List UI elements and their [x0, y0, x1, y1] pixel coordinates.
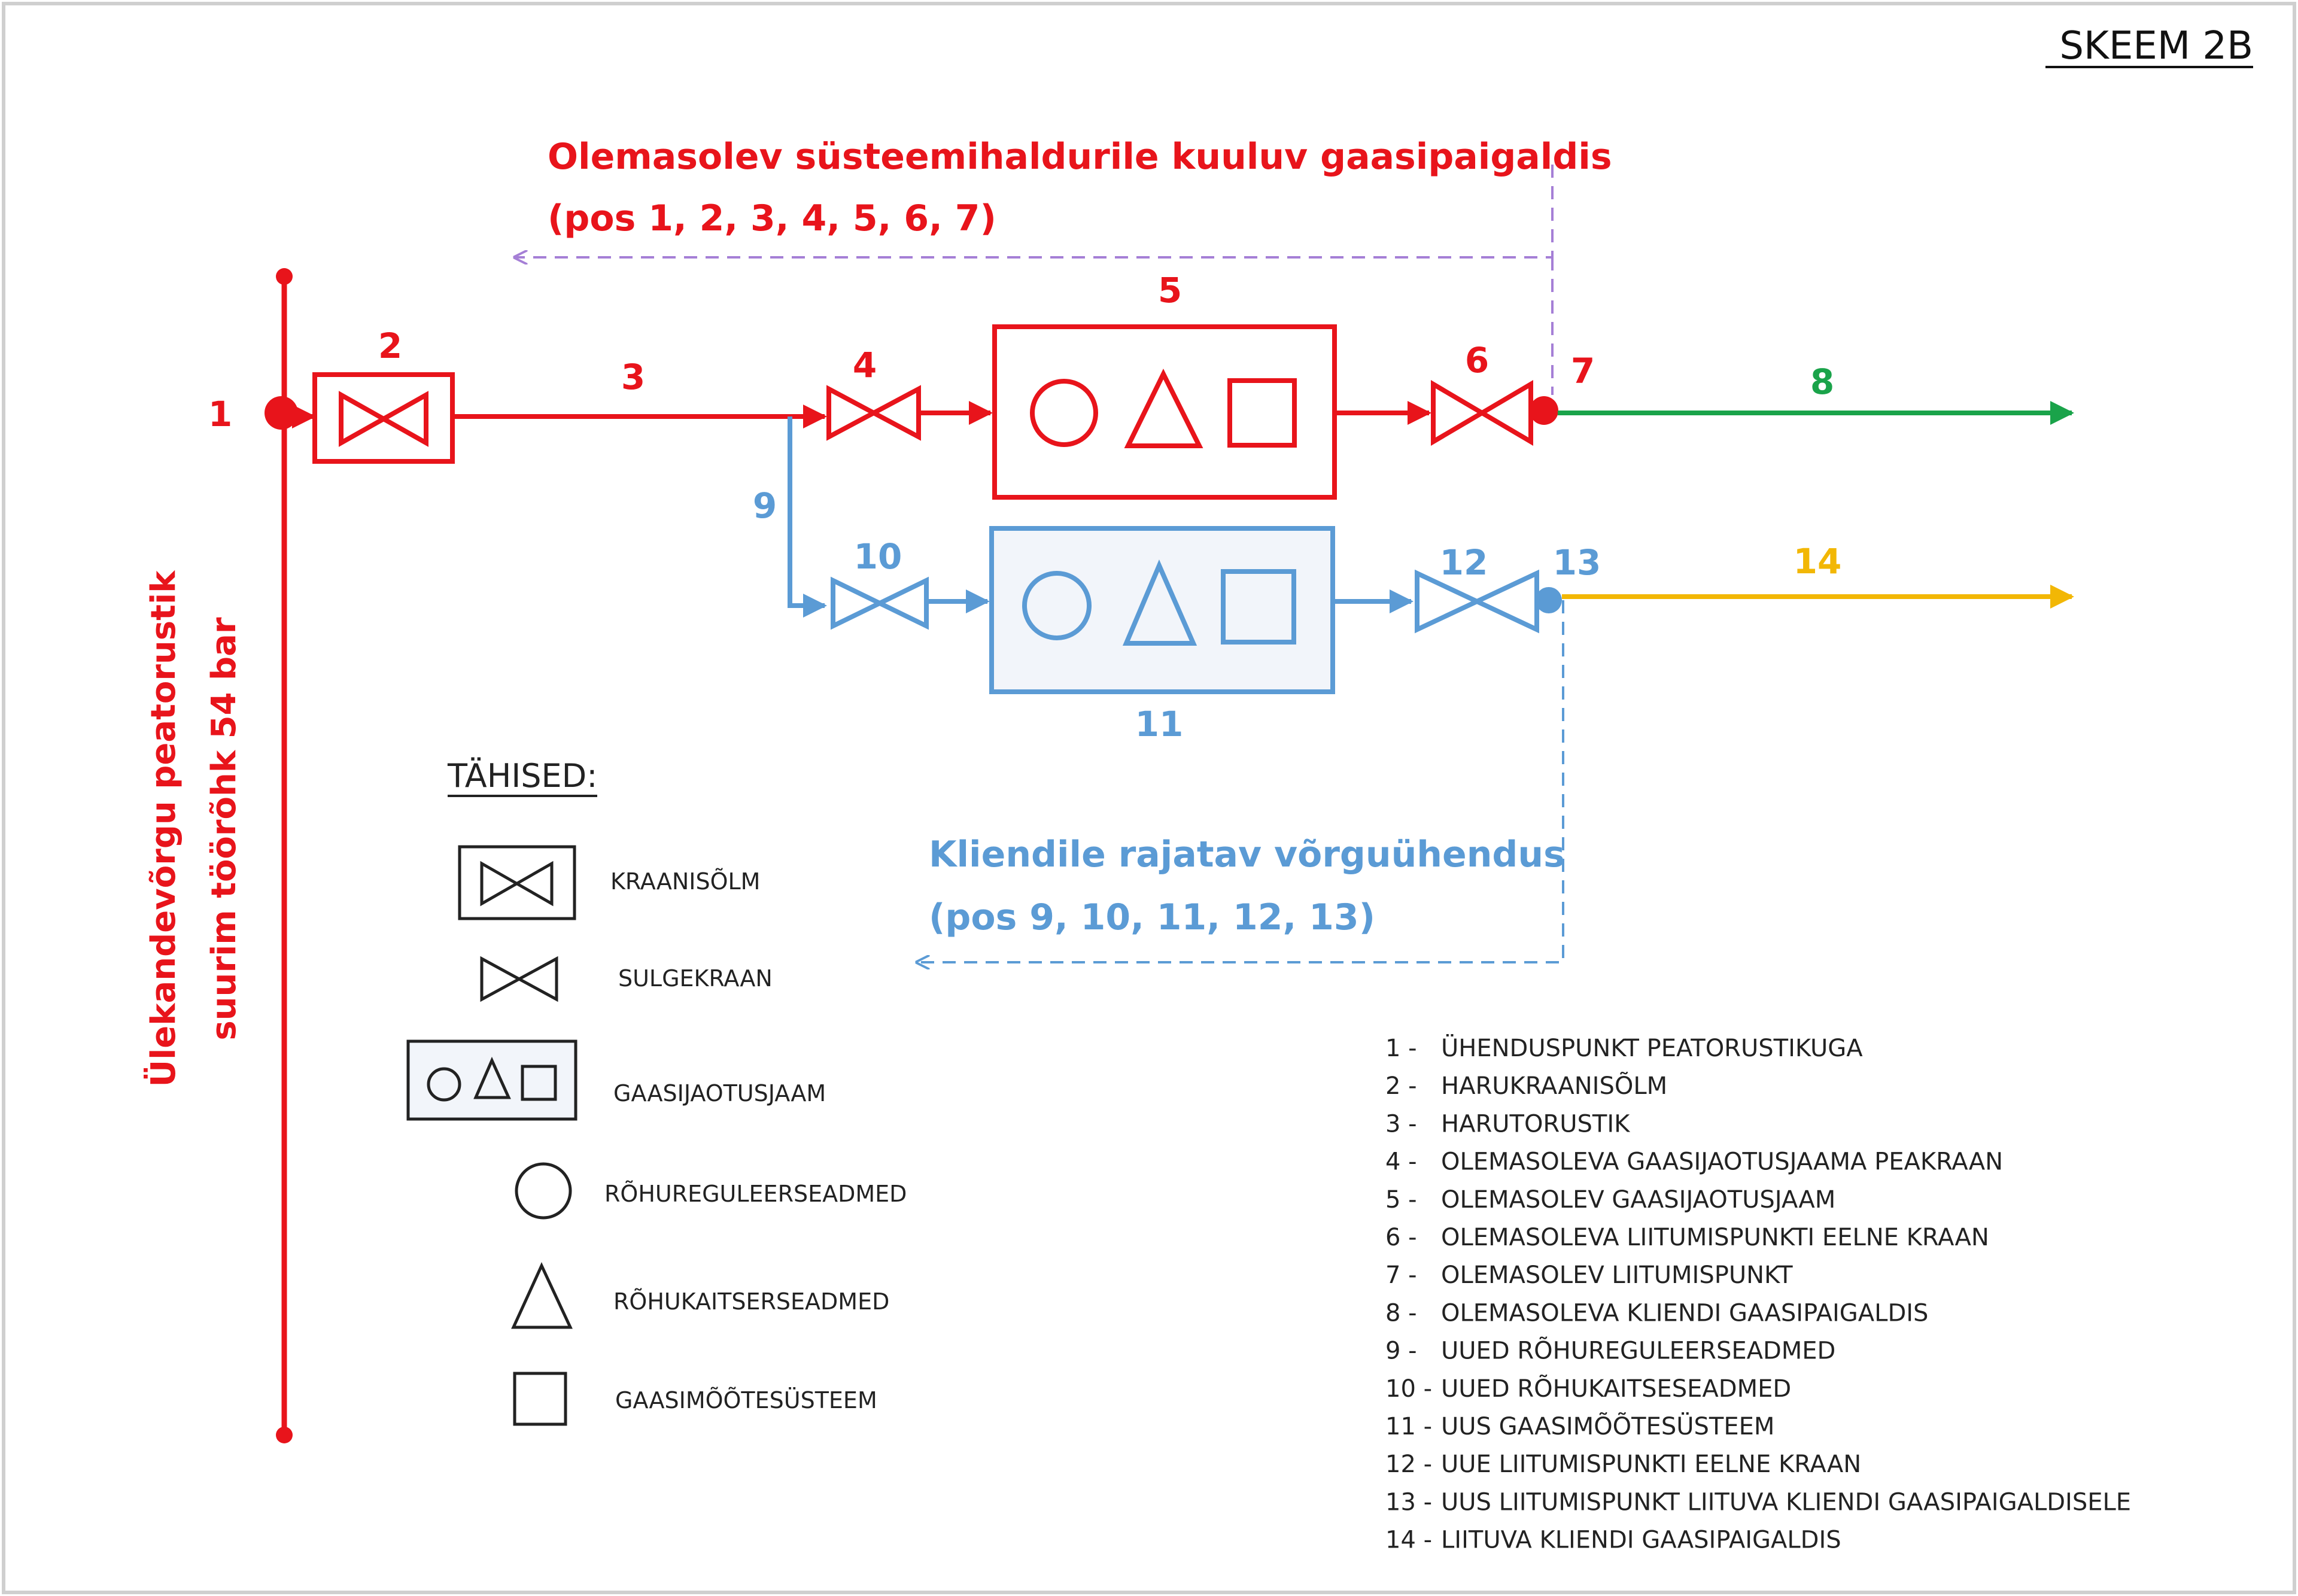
index-list-text: UUED RÕHUREGULEERSEADMED: [1441, 1336, 1835, 1365]
new-section-label-line1: Kliendile rajatav võrguühendus: [929, 834, 1565, 875]
pos-label-4: 4: [853, 345, 877, 385]
pos-label-1: 1: [208, 394, 232, 434]
index-list-item: 11 - UUS GAASIMÕÕTESÜSTEEM: [1385, 1412, 1774, 1440]
existing-section-label-line2: (pos 1, 2, 3, 4, 5, 6, 7): [548, 197, 996, 239]
index-list-item: 9 - UUED RÕHUREGULEERSEADMED: [1385, 1336, 1835, 1365]
pos-label-2: 2: [378, 326, 402, 366]
pos-label-12: 12: [1440, 542, 1488, 583]
index-list-text: UUS LIITUMISPUNKT LIITUVA KLIENDI GAASIP…: [1441, 1488, 2131, 1516]
index-list-text: HARUKRAANISÕLM: [1441, 1071, 1667, 1100]
pos-label-3: 3: [621, 357, 645, 397]
pos-label-9: 9: [753, 485, 777, 526]
legend-triangle-label: RÕHUKAITSERSEADMED: [613, 1288, 889, 1315]
index-list-number: 1 -: [1385, 1035, 1417, 1062]
legend-kraanisolm-symbol: [458, 845, 576, 920]
index-list-number: 9 -: [1385, 1337, 1417, 1365]
valve-node-2: [312, 372, 455, 464]
index-list-number: 7 -: [1385, 1261, 1417, 1289]
connection-point-7: [1530, 396, 1558, 425]
legend: TÄHISED: KRAANISÕLM SULGEKRAAN GAASIJAOT…: [406, 757, 907, 1426]
existing-station-5: [992, 324, 1337, 500]
legend-square-symbol: [513, 1372, 567, 1426]
pre-connection-valve-6: [1431, 380, 1533, 446]
index-list-text: HARUTORUSTIK: [1441, 1110, 1631, 1138]
index-list-text: OLEMASOLEVA GAASIJAOTUSJAAMA PEAKRAAN: [1441, 1148, 2003, 1176]
main-transmission-pipe: [265, 268, 298, 1443]
index-list-number: 12 -: [1385, 1451, 1432, 1478]
index-list-item: 12 - UUE LIITUMISPUNKTI EELNE KRAAN: [1385, 1451, 1861, 1478]
legend-sulgekraan-symbol: [480, 956, 558, 1002]
connection-point-1: [265, 396, 298, 430]
index-list-text: UUE LIITUMISPUNKTI EELNE KRAAN: [1441, 1451, 1861, 1478]
index-list-number: 13 -: [1385, 1488, 1432, 1516]
new-section-bracket: [917, 600, 1564, 962]
index-list-number: 2 -: [1385, 1072, 1417, 1100]
index-list-item: 1 - ÜHENDUSPUNKT PEATORUSTIKUGA: [1385, 1033, 1863, 1062]
index-list-item: 14 - LIITUVA KLIENDI GAASIPAIGALDIS: [1385, 1527, 1841, 1554]
index-list-text: UUS GAASIMÕÕTESÜSTEEM: [1441, 1412, 1774, 1440]
legend-gaasijaotusjaam-label: GAASIJAOTUSJAAM: [613, 1080, 826, 1106]
index-list-number: 8 -: [1385, 1299, 1417, 1327]
legend-circle-label: RÕHUREGULEERSEADMED: [604, 1181, 907, 1207]
existing-section-label-line1: Olemasolev süsteemihaldurile kuuluv gaas…: [548, 136, 1612, 178]
index-list-item: 10 - UUED RÕHUKAITSESEADMED: [1385, 1374, 1791, 1403]
pos-label-11: 11: [1135, 704, 1184, 744]
index-list-item: 3 - HARUTORUSTIK: [1385, 1110, 1631, 1138]
connection-point-13: [1536, 587, 1562, 613]
index-list-item: 7 - OLEMASOLEV LIITUMISPUNKT: [1385, 1261, 1793, 1289]
index-list-number: 4 -: [1385, 1148, 1417, 1176]
index-list-number: 14 -: [1385, 1527, 1432, 1554]
pos-label-7: 7: [1571, 351, 1595, 391]
legend-circle-symbol: [515, 1162, 572, 1220]
new-station-11: [989, 526, 1335, 694]
index-list-number: 3 -: [1385, 1110, 1417, 1138]
index-list: 1 - ÜHENDUSPUNKT PEATORUSTIKUGA 2 - HARUKRA…: [1385, 1033, 2131, 1554]
index-list-number: 11 -: [1385, 1413, 1432, 1440]
main-pipe-label-line2: suurim töörõhk 54 bar: [205, 617, 244, 1040]
index-list-number: 5 -: [1385, 1186, 1417, 1214]
index-list-text: UUED RÕHUKAITSESEADMED: [1441, 1374, 1791, 1403]
pos-label-8: 8: [1810, 361, 1834, 402]
index-list-number: 10 -: [1385, 1375, 1432, 1403]
existing-installation: [292, 324, 1558, 500]
index-list-text: OLEMASOLEV LIITUMISPUNKT: [1441, 1261, 1793, 1289]
index-list-item: 8 - OLEMASOLEVA KLIENDI GAASIPAIGALDIS: [1385, 1299, 1928, 1327]
legend-triangle-symbol: [511, 1262, 573, 1329]
main-valve-4: [826, 385, 921, 441]
legend-square-label: GAASIMÕÕTESÜSTEEM: [615, 1387, 877, 1413]
index-list-text: OLEMASOLEVA KLIENDI GAASIPAIGALDIS: [1441, 1299, 1928, 1327]
new-pre-connection-valve-12: [1415, 569, 1539, 634]
index-list-item: 13 - UUS LIITUMISPUNKT LIITUVA KLIENDI GA…: [1385, 1488, 2131, 1516]
index-list-text: OLEMASOLEV GAASIJAOTUSJAAM: [1441, 1186, 1835, 1214]
legend-kraanisolm-label: KRAANISÕLM: [610, 868, 760, 895]
pos-label-14: 14: [1794, 541, 1842, 582]
index-list-text: ÜHENDUSPUNKT PEATORUSTIKUGA: [1441, 1033, 1863, 1062]
pos-label-13: 13: [1553, 542, 1601, 583]
index-list-item: 4 - OLEMASOLEVA GAASIJAOTUSJAAMA PEAKRAAN: [1385, 1148, 2003, 1176]
pos-label-6: 6: [1465, 340, 1489, 381]
pos-label-5: 5: [1158, 270, 1182, 311]
index-list-number: 6 -: [1385, 1224, 1417, 1251]
index-list-item: 5 - OLEMASOLEV GAASIJAOTUSJAAM: [1385, 1186, 1835, 1214]
index-list-item: 2 - HARUKRAANISÕLM: [1385, 1071, 1667, 1100]
index-list-item: 6 - OLEMASOLEVA LIITUMISPUNKTI EELNE KRAA…: [1385, 1224, 1989, 1251]
index-list-text: OLEMASOLEVA LIITUMISPUNKTI EELNE KRAAN: [1441, 1224, 1989, 1251]
legend-title: TÄHISED:: [447, 757, 597, 795]
pos-label-10: 10: [854, 536, 902, 577]
diagram-title: SKEEM 2B: [2059, 24, 2253, 68]
legend-sulgekraan-label: SULGEKRAAN: [618, 965, 773, 992]
main-pipe-label-line1: Ülekandevõrgu peatorustik: [144, 570, 183, 1087]
new-section-label-line2: (pos 9, 10, 11, 12, 13): [929, 896, 1375, 938]
new-connection: [788, 417, 1562, 694]
index-list-text: LIITUVA KLIENDI GAASIPAIGALDIS: [1441, 1527, 1841, 1554]
new-valve-10: [831, 576, 929, 630]
legend-gaasijaotusjaam-symbol: [406, 1039, 577, 1121]
